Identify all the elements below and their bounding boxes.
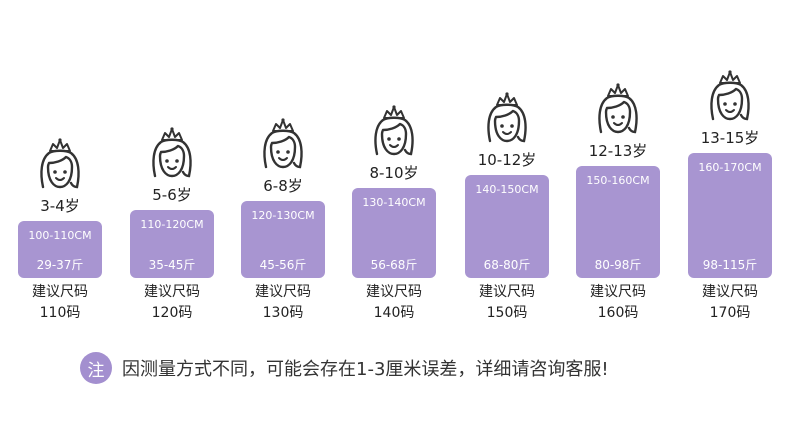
girl-face-icon: [36, 137, 84, 193]
size-recommendation: 建议尺码 150码: [455, 282, 559, 324]
size-bar: 140-150CM 68-80斤: [465, 175, 549, 278]
weight-range: 80-98斤: [594, 258, 642, 272]
recommend-label: 建议尺码: [702, 284, 758, 300]
height-range: 120-130CM: [251, 209, 315, 222]
size-recommendation: 建议尺码 120码: [120, 282, 224, 324]
age-label: 13-15岁: [700, 129, 760, 147]
size-recommendation: 建议尺码 110码: [8, 282, 112, 324]
age-label: 12-13岁: [588, 142, 648, 160]
size-value: 160码: [597, 305, 639, 321]
girl-face-icon: [259, 117, 307, 173]
recommend-label: 建议尺码: [479, 284, 535, 300]
weight-range: 68-80斤: [483, 258, 531, 272]
size-column: 8-10岁 130-140CM 56-68斤建议尺码 140码: [352, 0, 436, 446]
girl-face-icon: [594, 82, 642, 138]
age-label: 6-8岁: [263, 177, 303, 195]
weight-range: 56-68斤: [370, 258, 418, 272]
size-value: 170码: [709, 305, 751, 321]
size-bar: 100-110CM 29-37斤: [18, 221, 102, 278]
girl-face-icon: [370, 104, 418, 160]
girl-face-icon: [483, 91, 531, 147]
girl-face-icon: [706, 69, 754, 125]
size-recommendation: 建议尺码 130码: [231, 282, 335, 324]
weight-range: 98-115斤: [702, 258, 758, 272]
size-recommendation: 建议尺码 160码: [566, 282, 670, 324]
girl-face-icon: [148, 126, 196, 182]
age-label: 3-4岁: [40, 197, 80, 215]
size-column: 5-6岁 110-120CM 35-45斤建议尺码 120码: [130, 0, 214, 446]
size-bar: 160-170CM 98-115斤: [688, 153, 772, 278]
recommend-label: 建议尺码: [590, 284, 646, 300]
age-label: 8-10岁: [369, 164, 419, 182]
height-range: 110-120CM: [140, 218, 204, 231]
recommend-label: 建议尺码: [255, 284, 311, 300]
height-range: 130-140CM: [362, 196, 426, 209]
size-value: 150码: [486, 305, 528, 321]
height-range: 150-160CM: [586, 174, 650, 187]
size-recommendation: 建议尺码 140码: [342, 282, 446, 324]
size-bar: 150-160CM 80-98斤: [576, 166, 660, 278]
size-value: 140码: [373, 305, 415, 321]
size-column: 6-8岁 120-130CM 45-56斤建议尺码 130码: [241, 0, 325, 446]
size-bar: 110-120CM 35-45斤: [130, 210, 214, 278]
size-column: 13-15岁 160-170CM 98-115斤建议尺码 170码: [688, 0, 772, 446]
size-recommendation: 建议尺码 170码: [678, 282, 782, 324]
age-label: 10-12岁: [477, 151, 537, 169]
size-column: 3-4岁 100-110CM 29-37斤建议尺码 110码: [18, 0, 102, 446]
weight-range: 29-37斤: [36, 258, 84, 272]
size-column: 12-13岁 150-160CM 80-98斤建议尺码 160码: [576, 0, 660, 446]
size-bar: 130-140CM 56-68斤: [352, 188, 436, 278]
height-range: 160-170CM: [698, 161, 762, 174]
size-value: 130码: [262, 305, 304, 321]
recommend-label: 建议尺码: [32, 284, 88, 300]
size-bar: 120-130CM 45-56斤: [241, 201, 325, 278]
recommend-label: 建议尺码: [144, 284, 200, 300]
recommend-label: 建议尺码: [366, 284, 422, 300]
size-value: 110码: [39, 305, 81, 321]
height-range: 100-110CM: [28, 229, 92, 242]
size-column: 10-12岁 140-150CM 68-80斤建议尺码 150码: [465, 0, 549, 446]
note-text: 因测量方式不同，可能会存在1-3厘米误差，详细请咨询客服!: [122, 359, 609, 380]
note: 注 因测量方式不同，可能会存在1-3厘米误差，详细请咨询客服!: [80, 352, 609, 384]
age-label: 5-6岁: [152, 186, 192, 204]
weight-range: 45-56斤: [259, 258, 307, 272]
weight-range: 35-45斤: [148, 258, 196, 272]
height-range: 140-150CM: [475, 183, 539, 196]
size-value: 120码: [151, 305, 193, 321]
note-badge: 注: [80, 352, 112, 384]
